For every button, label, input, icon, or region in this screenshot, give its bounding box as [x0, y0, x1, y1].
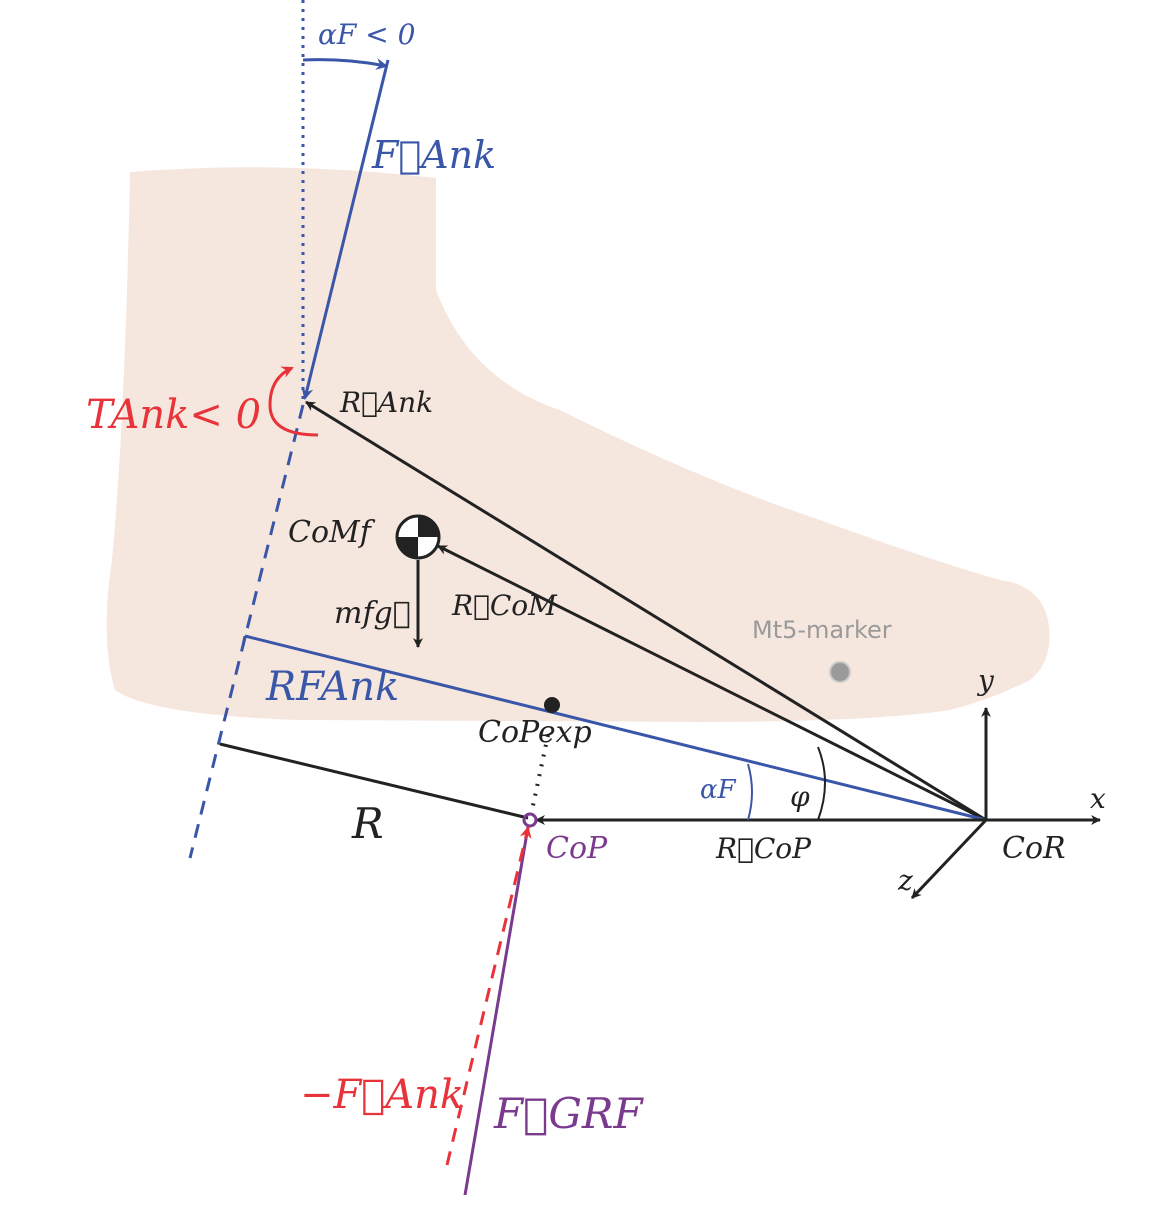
cop-marker: [522, 812, 538, 828]
cop-label: CoP: [546, 831, 608, 866]
f-ank-arrow: [301, 59, 390, 400]
t-ank-label: TAnk< 0: [86, 392, 261, 438]
mt5-marker-label: Mt5-marker: [752, 616, 892, 644]
torque-arc: [268, 366, 319, 437]
f-ank-label: F⃗Ank: [371, 133, 496, 177]
alpha-f-neg-label: αF < 0: [318, 18, 415, 51]
neg-f-ank-arrow: [445, 826, 532, 1166]
f-grf-label: F⃗GRF: [493, 1089, 645, 1138]
alpha-f-label: αF: [700, 775, 737, 805]
cop-exp-dotted-line: [529, 734, 550, 816]
mt5-marker-dot: [829, 661, 851, 683]
axis-z-label: z: [897, 864, 913, 897]
ankle-force-line-of-action: [188, 404, 305, 859]
axis-z-arrow: [910, 818, 988, 900]
neg-f-ank-label: −F⃗Ank: [300, 1072, 464, 1118]
f-grf-line: [463, 826, 530, 1196]
alpha-f-arc: [747, 763, 753, 821]
foot-silhouette: [106, 167, 1050, 722]
mf-g-label: mfg⃗: [334, 596, 411, 631]
com-symbol: [395, 514, 441, 560]
r-com-arrow: [437, 544, 987, 822]
phi-arc: [817, 746, 826, 821]
r-cop-label: R⃗CoP: [715, 832, 812, 865]
axis-y-label: y: [976, 664, 995, 697]
cop-exp-dot: [544, 697, 560, 713]
cop-exp-label: CoPexp: [478, 715, 592, 750]
alpha-f-neg-arc: [302, 58, 388, 70]
com-f-label: CoMf: [288, 515, 376, 550]
r-ank-arrow: [305, 400, 987, 822]
r-com-label: R⃗CoM: [451, 589, 558, 622]
r-f-ank-line: [244, 634, 987, 822]
phi-label: φ: [790, 780, 810, 813]
r-moment-arm-label: R: [351, 799, 384, 848]
r-moment-arm-line: [219, 742, 529, 820]
r-ank-label: R⃗Ank: [339, 386, 433, 419]
axis-x-label: x: [1090, 782, 1106, 815]
cor-label: CoR: [1002, 831, 1066, 866]
r-f-ank-tick: [241, 635, 247, 647]
r-f-ank-label: RFAnk: [265, 664, 399, 710]
